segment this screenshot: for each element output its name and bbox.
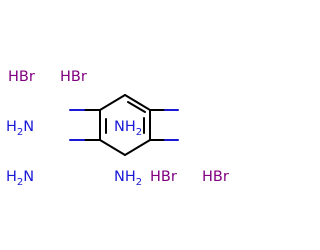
amino-label-bottom-right: NH2 — [114, 169, 142, 188]
amino-label-top-left: H2N — [6, 119, 34, 138]
amino-label-top-right: NH2 — [114, 119, 142, 138]
salt-label: HBr — [8, 69, 35, 85]
ring-bond — [99, 94, 126, 111]
molecule-canvas: H2N H2N NH2 NH2 HBr HBr HBr HBr — [6, 69, 229, 188]
salt-label: HBr — [202, 169, 229, 185]
amino-label-bottom-left: H2N — [6, 169, 34, 188]
structure-drawing: H2N H2N NH2 NH2 HBr HBr HBr HBr — [6, 69, 229, 188]
ring-bond — [124, 139, 151, 156]
ring-bond — [124, 94, 151, 111]
salt-label: HBr — [150, 169, 177, 185]
benzene-ring — [99, 94, 151, 156]
substituent-bonds — [69, 109, 179, 141]
salt-label: HBr — [60, 69, 87, 85]
ring-double-bond — [127, 101, 146, 113]
ring-bond — [99, 139, 126, 156]
